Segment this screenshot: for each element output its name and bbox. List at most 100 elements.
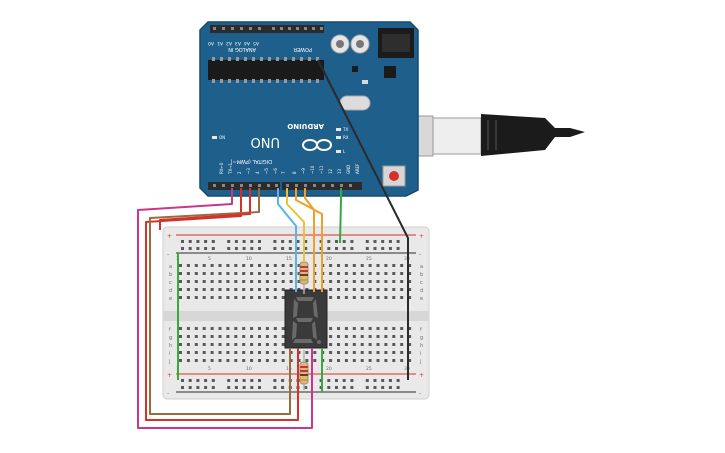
breadboard-hole[interactable] [250, 247, 254, 250]
breadboard-hole[interactable] [194, 272, 198, 275]
breadboard-hole[interactable] [194, 343, 198, 346]
breadboard-hole[interactable] [352, 327, 356, 330]
breadboard-hole[interactable] [344, 264, 348, 267]
breadboard-hole[interactable] [265, 264, 269, 267]
breadboard-hole[interactable] [196, 247, 200, 250]
breadboard-hole[interactable] [258, 264, 261, 267]
breadboard-hole[interactable] [396, 240, 400, 243]
breadboard-hole[interactable] [273, 264, 277, 267]
breadboard-hole[interactable] [273, 386, 277, 389]
breadboard-hole[interactable] [194, 335, 198, 338]
breadboard-hole[interactable] [360, 351, 364, 354]
breadboard-hole[interactable] [204, 240, 208, 243]
breadboard-hole[interactable] [365, 386, 369, 389]
breadboard-hole[interactable] [186, 296, 190, 299]
breadboard-hole[interactable] [408, 327, 412, 330]
breadboard-hole[interactable] [384, 359, 388, 362]
breadboard-hole[interactable] [329, 280, 333, 283]
breadboard-hole[interactable] [242, 240, 246, 243]
breadboard-hole[interactable] [226, 272, 230, 275]
breadboard-hole[interactable] [188, 247, 192, 250]
breadboard-hole[interactable] [242, 359, 246, 362]
breadboard-hole[interactable] [258, 351, 261, 354]
breadboard-hole[interactable] [384, 343, 388, 346]
breadboard-hole[interactable] [368, 264, 372, 267]
breadboard-hole[interactable] [408, 359, 412, 362]
breadboard-hole[interactable] [352, 359, 356, 362]
wire-red-inner[interactable] [159, 188, 251, 230]
breadboard-hole[interactable] [289, 359, 293, 362]
breadboard-hole[interactable] [350, 247, 354, 250]
breadboard-hole[interactable] [360, 288, 364, 291]
breadboard-hole[interactable] [210, 288, 214, 291]
breadboard-hole[interactable] [327, 379, 331, 382]
breadboard-hole[interactable] [242, 351, 246, 354]
breadboard-hole[interactable] [360, 296, 364, 299]
breadboard-hole[interactable] [179, 327, 182, 330]
breadboard-hole[interactable] [218, 288, 222, 291]
breadboard-hole[interactable] [337, 327, 340, 330]
breadboard-hole[interactable] [210, 327, 214, 330]
breadboard-hole[interactable] [273, 359, 277, 362]
breadboard-hole[interactable] [297, 280, 301, 283]
breadboard-hole[interactable] [335, 379, 338, 382]
breadboard-hole[interactable] [226, 359, 230, 362]
wires[interactable] [137, 59, 409, 429]
breadboard-hole[interactable] [381, 379, 385, 382]
breadboard-hole[interactable] [273, 272, 277, 275]
breadboard-hole[interactable] [350, 386, 354, 389]
breadboard-hole[interactable] [281, 359, 285, 362]
breadboard-hole[interactable] [384, 351, 388, 354]
breadboard-hole[interactable] [202, 327, 206, 330]
breadboard-hole[interactable] [368, 272, 372, 275]
breadboard-hole[interactable] [242, 264, 246, 267]
breadboard-hole[interactable] [179, 288, 182, 291]
breadboard-hole[interactable] [305, 351, 309, 354]
wire-orange-2[interactable] [304, 188, 315, 292]
breadboard-hole[interactable] [250, 386, 254, 389]
breadboard-hole[interactable] [179, 335, 182, 338]
breadboard-hole[interactable] [344, 288, 348, 291]
breadboard-hole[interactable] [400, 335, 404, 338]
breadboard-hole[interactable] [281, 240, 285, 243]
breadboard-hole[interactable] [186, 335, 190, 338]
breadboard-hole[interactable] [373, 386, 377, 389]
breadboard-hole[interactable] [392, 264, 396, 267]
breadboard-hole[interactable] [281, 272, 285, 275]
breadboard-hole[interactable] [179, 296, 182, 299]
breadboard-hole[interactable] [392, 335, 396, 338]
breadboard-hole[interactable] [210, 343, 214, 346]
breadboard-hole[interactable] [281, 335, 285, 338]
breadboard-hole[interactable] [242, 335, 246, 338]
breadboard-hole[interactable] [250, 379, 254, 382]
breadboard-hole[interactable] [234, 240, 238, 243]
breadboard-hole[interactable] [226, 280, 230, 283]
breadboard-hole[interactable] [360, 335, 364, 338]
breadboard-hole[interactable] [273, 343, 277, 346]
breadboard-hole[interactable] [186, 272, 190, 275]
breadboard-hole[interactable] [202, 351, 206, 354]
breadboard-hole[interactable] [202, 288, 206, 291]
breadboard-hole[interactable] [352, 280, 356, 283]
breadboard-hole[interactable] [408, 272, 412, 275]
breadboard-hole[interactable] [396, 379, 400, 382]
breadboard-hole[interactable] [211, 240, 215, 243]
seven-segment-display[interactable] [284, 289, 328, 349]
breadboard-hole[interactable] [281, 327, 285, 330]
breadboard-hole[interactable] [210, 335, 214, 338]
breadboard-hole[interactable] [392, 327, 396, 330]
breadboard-hole[interactable] [242, 247, 246, 250]
breadboard-hole[interactable] [392, 351, 396, 354]
breadboard-hole[interactable] [227, 240, 231, 243]
breadboard-hole[interactable] [250, 264, 254, 267]
breadboard-hole[interactable] [258, 296, 261, 299]
breadboard-hole[interactable] [210, 280, 214, 283]
breadboard-hole[interactable] [360, 264, 364, 267]
resistor-bottom[interactable] [299, 350, 309, 390]
breadboard-hole[interactable] [342, 247, 346, 250]
breadboard-hole[interactable] [186, 327, 190, 330]
wire-magenta[interactable] [137, 188, 313, 429]
breadboard-hole[interactable] [242, 379, 246, 382]
breadboard-hole[interactable] [384, 288, 388, 291]
breadboard-hole[interactable] [211, 386, 215, 389]
